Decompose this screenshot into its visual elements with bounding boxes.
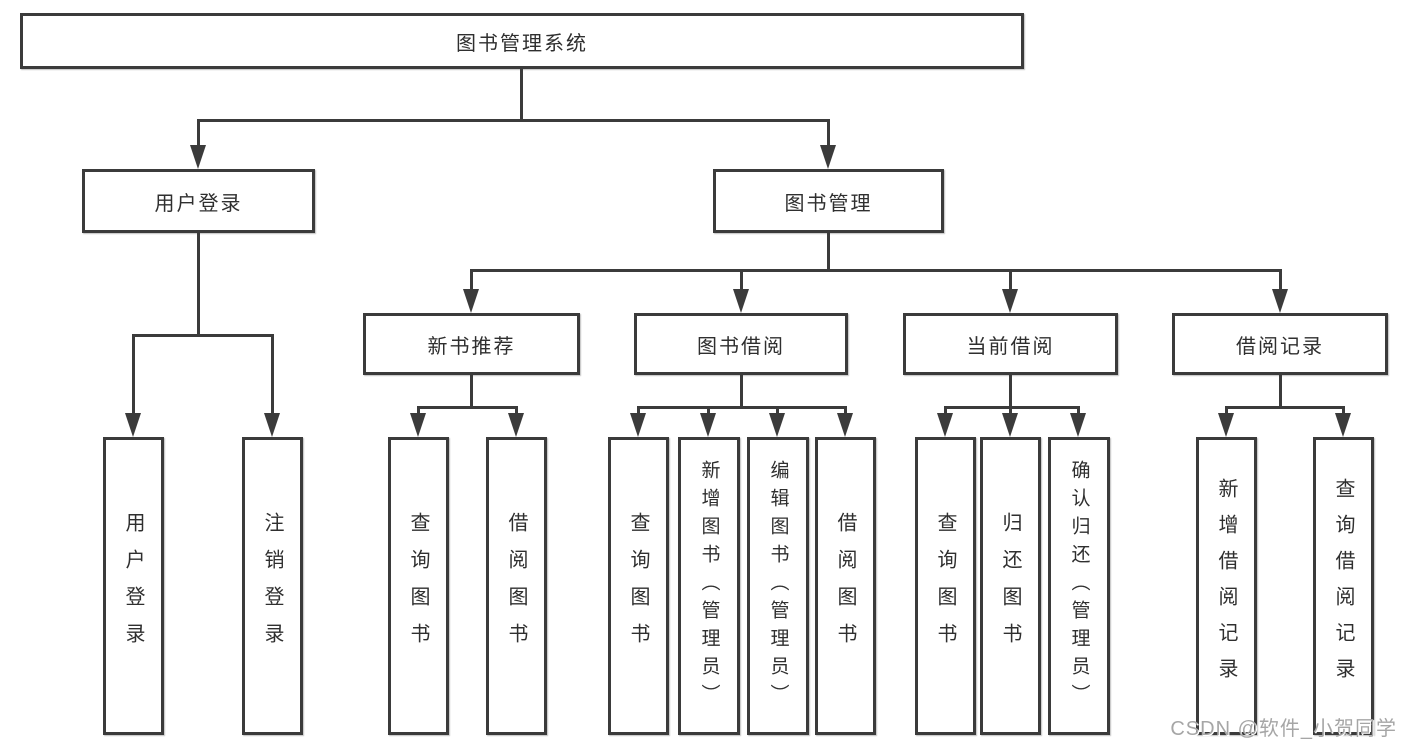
arrow-to-leaf-logout <box>264 334 280 437</box>
arrow-leaf <box>1002 406 1018 437</box>
arrow-to-user-login <box>190 119 206 169</box>
arrow-to-current-borrowing <box>1002 269 1018 313</box>
node-new-book-recommendation: 新书推荐 <box>363 313 580 375</box>
arrow-leaf <box>937 406 953 437</box>
connector-user-login-stub <box>197 233 200 336</box>
leaf-return-books: 归还图书 <box>980 437 1041 735</box>
arrow-leaf <box>769 406 785 437</box>
node-user-login: 用户登录 <box>82 169 315 233</box>
arrow-to-new-book-recommendation <box>463 269 479 313</box>
arrow-to-book-borrowing <box>733 269 749 313</box>
connector-cur-borrow-bar <box>944 406 1080 409</box>
leaf-add-book-admin: 新增图书（管理员） <box>678 437 740 735</box>
node-book-borrowing: 图书借阅 <box>634 313 848 375</box>
node-borrowing-records: 借阅记录 <box>1172 313 1388 375</box>
connector-new-book-bar <box>417 406 518 409</box>
arrow-to-borrowing-records <box>1272 269 1288 313</box>
arrow-leaf <box>837 406 853 437</box>
arrow-leaf <box>630 406 646 437</box>
arrow-leaf <box>508 406 524 437</box>
connector-cur-borrow-stub <box>1009 375 1012 408</box>
node-book-management: 图书管理 <box>713 169 944 233</box>
connector-book-mgmt-stub <box>827 233 830 271</box>
connector-book-borrow-stub <box>740 375 743 408</box>
connector-book-mgmt-bar <box>470 269 1282 272</box>
connector-new-book-stub <box>470 375 473 408</box>
connector-user-login-bar <box>132 334 274 337</box>
leaf-query-books-borrow: 查询图书 <box>608 437 669 735</box>
leaf-add-borrow-record: 新增借阅记录 <box>1196 437 1257 735</box>
arrow-leaf <box>1070 406 1086 437</box>
arrow-leaf <box>410 406 426 437</box>
leaf-borrow-books: 借阅图书 <box>815 437 876 735</box>
leaf-query-books-current: 查询图书 <box>915 437 976 735</box>
arrow-to-book-management <box>820 119 836 169</box>
arrow-leaf <box>700 406 716 437</box>
arrow-leaf <box>1218 406 1234 437</box>
csdn-watermark: CSDN @软件_小贺同学 <box>1170 718 1397 740</box>
leaf-logout: 注销登录 <box>242 437 303 735</box>
node-current-borrowing: 当前借阅 <box>903 313 1118 375</box>
connector-records-stub <box>1279 375 1282 408</box>
arrow-leaf <box>1335 406 1351 437</box>
leaf-user-login: 用户登录 <box>103 437 164 735</box>
leaf-confirm-return-admin: 确认归还（管理员） <box>1048 437 1110 735</box>
connector-book-borrow-bar <box>637 406 847 409</box>
connector-records-bar <box>1225 406 1345 409</box>
leaf-edit-book-admin: 编辑图书（管理员） <box>747 437 809 735</box>
leaf-borrow-books-recommend: 借阅图书 <box>486 437 547 735</box>
leaf-query-books-recommend: 查询图书 <box>388 437 449 735</box>
leaf-query-borrow-record: 查询借阅记录 <box>1313 437 1374 735</box>
connector-root-bar <box>197 119 830 122</box>
node-library-management-system: 图书管理系统 <box>20 13 1024 69</box>
connector-root-stub <box>520 69 523 121</box>
arrow-to-leaf-user-login <box>125 334 141 437</box>
